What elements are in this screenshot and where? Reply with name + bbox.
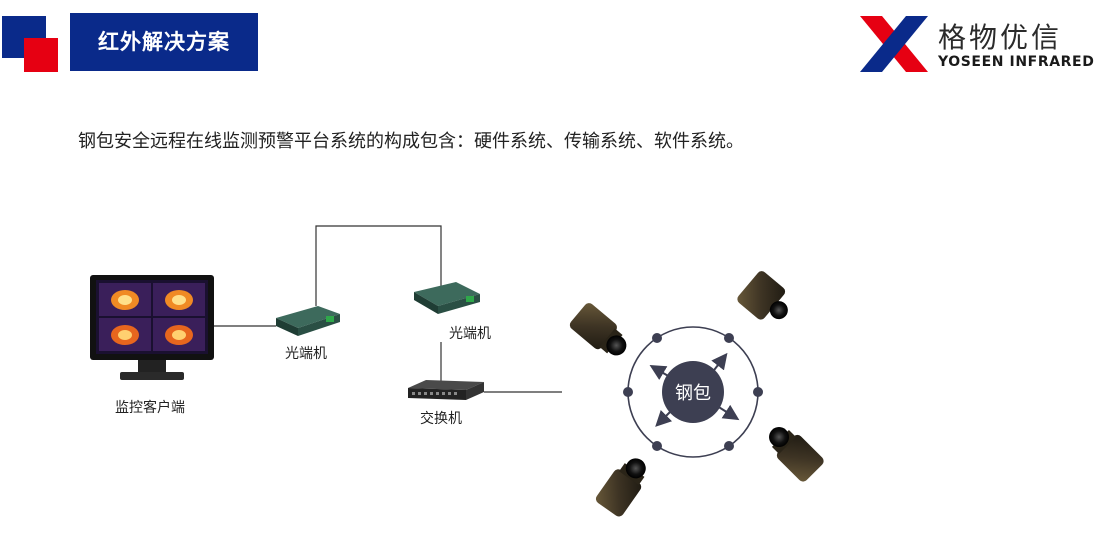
camera-icon	[569, 303, 627, 356]
transceiver-left	[276, 306, 340, 336]
transceiver-left-label: 光端机	[285, 346, 327, 362]
corner-red-square	[24, 38, 58, 72]
logo-name-cn: 格物优信	[938, 21, 1063, 54]
intro-text: 钢包安全远程在线监测预警平台系统的构成包含：硬件系统、传输系统、软件系统。	[78, 131, 744, 152]
brand-logo: 格物优信 YOSEEN INFRARED	[858, 14, 1094, 74]
connection-lines	[212, 225, 562, 393]
monitor-client	[90, 275, 214, 380]
ladle-core	[662, 361, 724, 423]
camera-icon	[737, 271, 788, 320]
camera-icon	[595, 458, 646, 517]
transceiver-right-label: 光端机	[449, 326, 491, 342]
camera-icon	[769, 427, 824, 482]
ladle-ring	[623, 326, 763, 458]
switch-label: 交换机	[420, 410, 462, 427]
page-title: 红外解决方案	[70, 13, 258, 71]
thermal-thumbnails	[99, 283, 205, 351]
network-switch	[408, 380, 484, 400]
transceiver-right	[414, 282, 480, 314]
client-label: 监控客户端	[115, 399, 185, 416]
logo-x-icon	[860, 16, 928, 72]
logo-name-en: YOSEEN INFRARED	[938, 54, 1095, 70]
ladle-label: 钢包	[675, 383, 711, 404]
